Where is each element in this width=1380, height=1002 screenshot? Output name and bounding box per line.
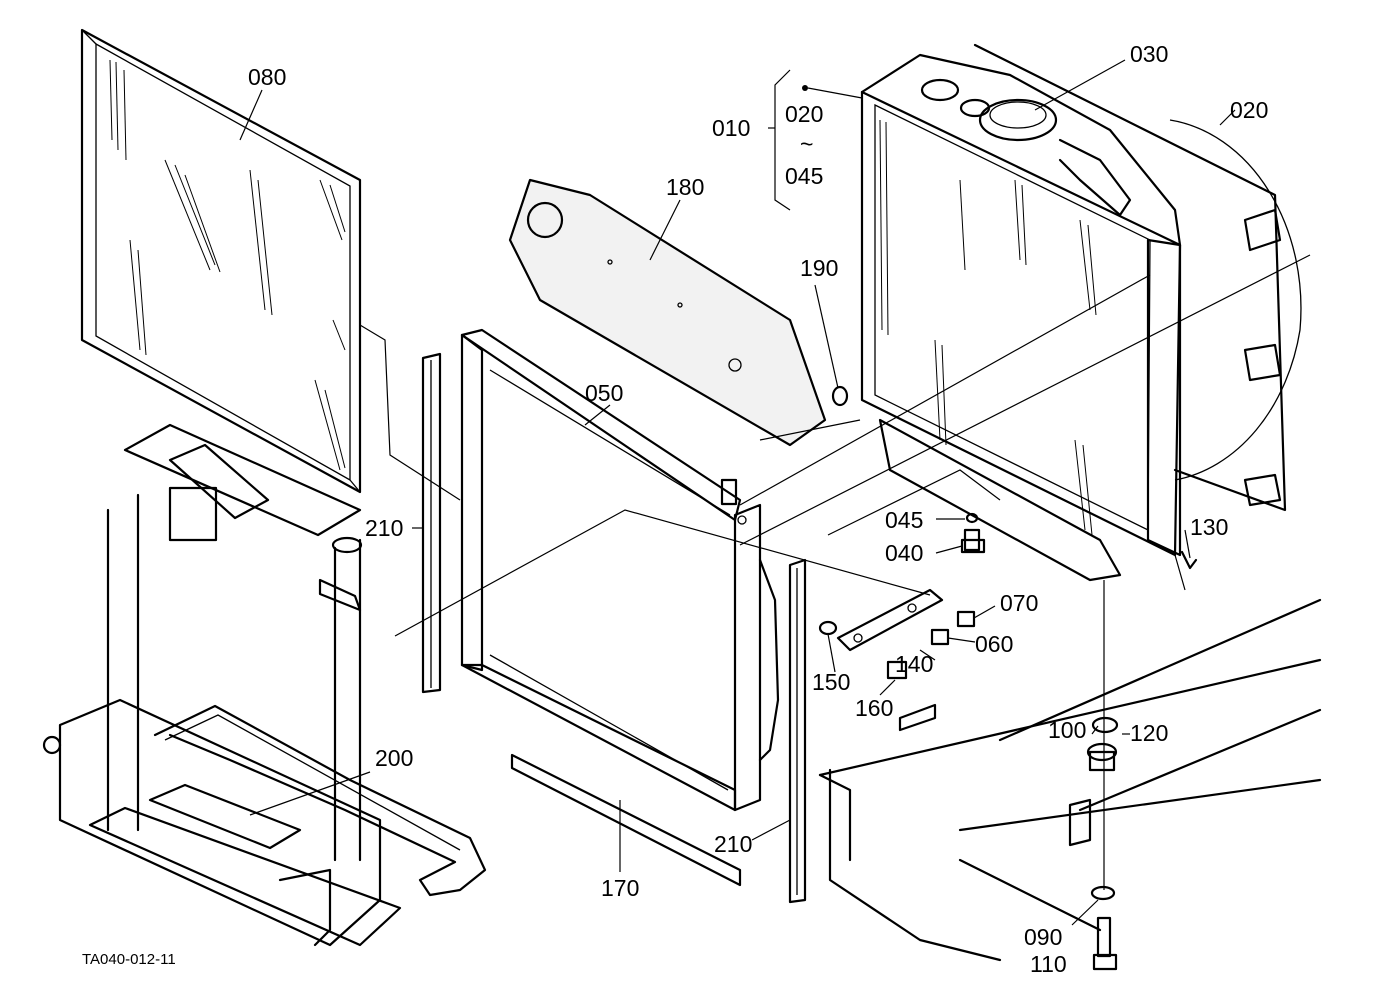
label-150: 150 [812,669,850,695]
label-200: 200 [375,745,413,771]
label-010: 010 [712,115,750,141]
label-190: 190 [800,255,838,281]
label-range-tilde: ~ [800,131,813,157]
baffle-plate-180 [508,178,827,447]
clip-130 [1180,550,1198,570]
label-160: 160 [855,695,893,721]
bolt-160 [886,660,908,680]
bolt-190 [831,385,849,407]
label-170: 170 [601,875,639,901]
label-045: 045 [885,507,923,533]
label-030: 030 [1130,41,1168,67]
label-120: 120 [1130,720,1168,746]
cushion-100 [1091,716,1119,734]
seal-strip-210-right [788,558,807,904]
radiator-stand-200 [42,423,487,947]
label-060: 060 [975,631,1013,657]
label-180: 180 [666,174,704,200]
label-090: 090 [1024,924,1062,950]
leader-lines [239,59,1311,926]
label-100: 100 [1048,717,1086,743]
screen-panel-080 [80,28,362,494]
label-210-right: 210 [714,831,752,857]
label-130: 130 [1190,514,1228,540]
washer-150 [818,620,838,636]
label-080: 080 [248,64,286,90]
radiator-shroud-050 [460,328,780,812]
drawing-reference-code: TA040-012-11 [82,951,176,968]
bolt-070 [956,610,976,628]
label-040: 040 [885,540,923,566]
bracket-140 [836,588,944,652]
bolt-060 [930,628,950,646]
radiator-assembly [860,43,1302,582]
label-050: 050 [585,380,623,406]
label-140: 140 [895,651,933,677]
chassis-frame [818,598,1322,962]
part-labels: 080 180 190 050 010 020 ~ 045 030 020 04… [248,41,1268,977]
seal-strip-170 [510,753,742,887]
label-045-group: 045 [785,163,823,189]
seal-strip-210-left [421,352,442,694]
washer-090 [1090,885,1116,901]
label-020-group: 020 [785,101,823,127]
cushion-120 [1086,742,1118,772]
label-210-left: 210 [365,515,403,541]
label-020: 020 [1230,97,1268,123]
bolt-110 [1092,916,1118,971]
label-110: 110 [1030,951,1067,977]
label-070: 070 [1000,590,1038,616]
